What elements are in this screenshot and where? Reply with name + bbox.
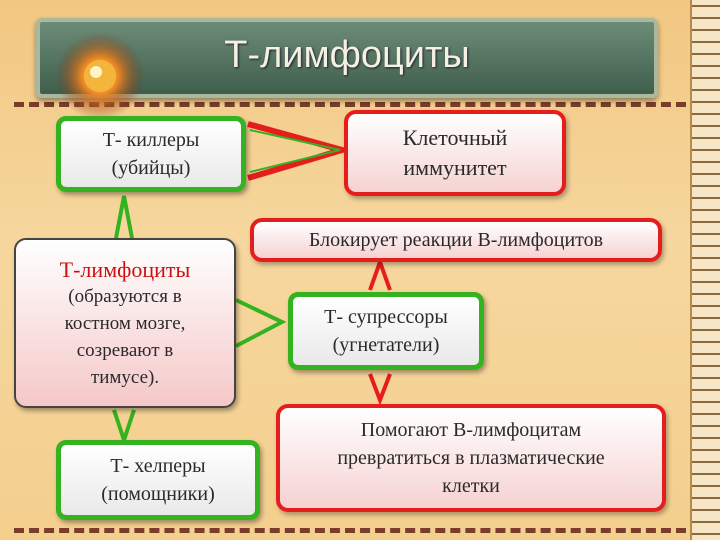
suppressors-box: Т- супрессоры (угнетатели) xyxy=(288,292,484,370)
killers-sublabel: (убийцы) xyxy=(111,157,191,179)
arrow-suppressors-to-helps xyxy=(368,373,392,406)
killers-label: Т- киллеры xyxy=(102,129,200,151)
arrow-killers-to-cellular xyxy=(247,121,353,181)
notebook-spiral xyxy=(690,0,720,540)
helps-b-cells-box: Помогают В-лимфоцитам превратиться в пла… xyxy=(276,404,666,512)
tcells-line3: созревают в xyxy=(76,339,174,361)
title-bar: Т-лимфоциты xyxy=(36,18,658,120)
dashed-divider-bottom xyxy=(14,528,686,533)
cellular-immunity-line1: Клеточный xyxy=(402,125,508,150)
arrow-tcells-to-killers xyxy=(114,195,134,239)
suppressors-label: Т- супрессоры xyxy=(324,306,448,328)
tcells-heading: Т-лимфоциты xyxy=(59,256,191,282)
helps-line2: превратиться в плазматические xyxy=(337,447,605,469)
suppressors-sublabel: (угнетатели) xyxy=(332,334,440,356)
tcells-line4: тимусе). xyxy=(90,366,160,388)
cellular-immunity-box: Клеточный иммунитет xyxy=(344,110,566,196)
arrow-tcells-to-helpers xyxy=(112,409,136,447)
blocks-b-cells-box: Блокирует реакции В-лимфоцитов xyxy=(250,218,662,262)
helps-line1: Помогают В-лимфоцитам xyxy=(360,419,582,441)
blocks-b-cells-text: Блокирует реакции В-лимфоцитов xyxy=(308,229,604,251)
arrow-tcells-to-suppressors xyxy=(235,298,287,348)
page-title: Т-лимфоциты xyxy=(224,34,470,76)
helps-line3: клетки xyxy=(442,475,500,497)
tcells-box: Т-лимфоциты (образуются в костном мозге,… xyxy=(14,238,236,408)
tcells-line1: (образуются в xyxy=(68,285,182,307)
helpers-box: Т- хелперы (помощники) xyxy=(56,440,260,520)
arrow-suppressors-to-blocks xyxy=(368,256,392,291)
cell-illustration xyxy=(56,32,144,120)
cellular-immunity-line2: иммунитет xyxy=(403,155,507,180)
helpers-sublabel: (помощники) xyxy=(101,483,215,505)
dashed-divider-top xyxy=(14,102,686,107)
helpers-label: Т- хелперы xyxy=(110,455,206,477)
killers-box: Т- киллеры (убийцы) xyxy=(56,116,246,192)
tcells-line2: костном мозге, xyxy=(64,312,186,334)
